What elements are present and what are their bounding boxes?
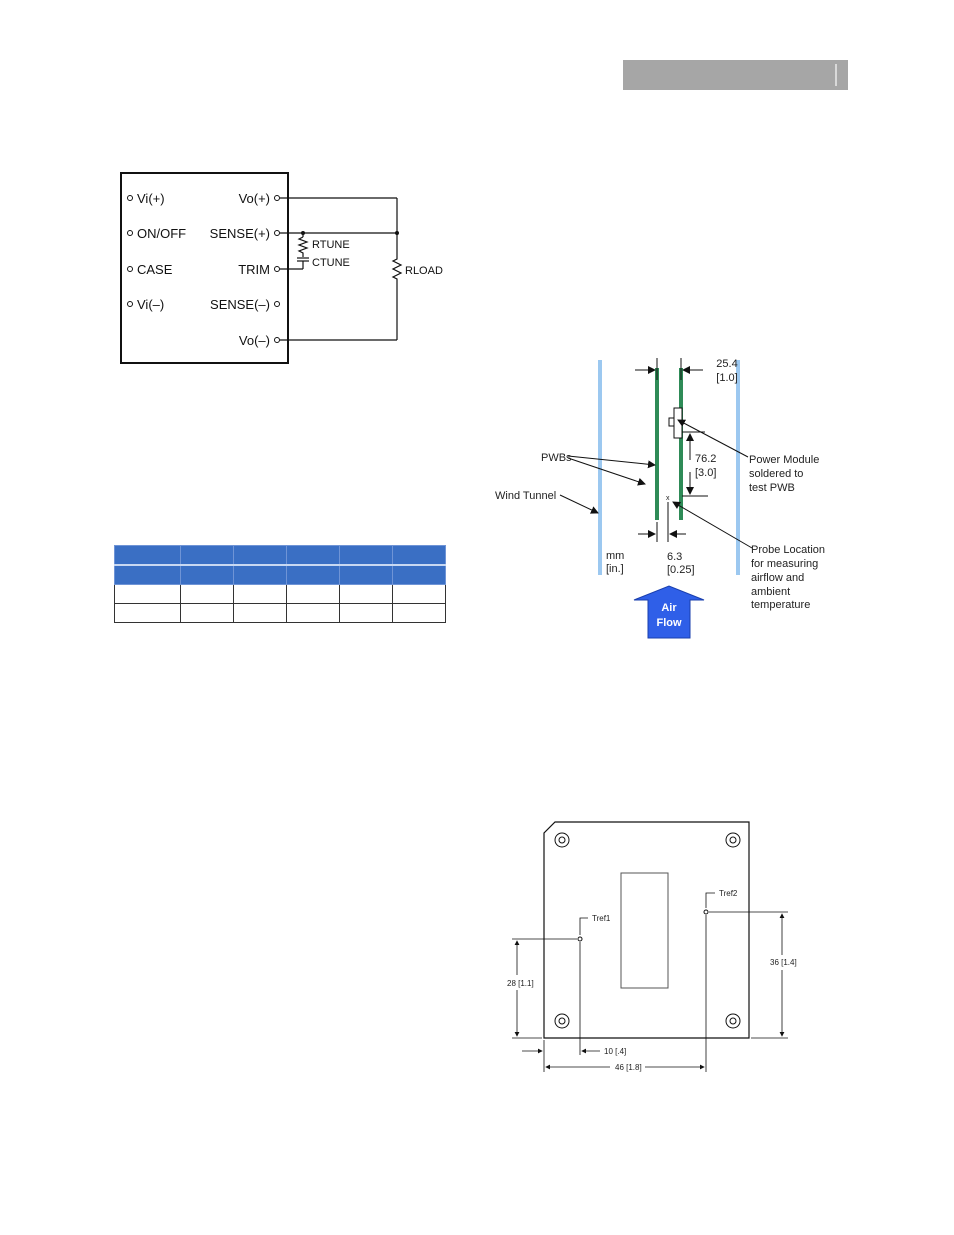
module-box xyxy=(120,172,289,364)
table-header-cell xyxy=(233,564,287,585)
airflow-test-setup-diagram: 25.4 [1.0] 76.2 [3.0] 6.3 [0.25] mm [in.… xyxy=(495,358,825,639)
rtune-label: RTUNE xyxy=(312,239,350,251)
pwbs-label: PWBs xyxy=(541,452,572,464)
mounting-hole xyxy=(725,1013,741,1029)
table-header-cell xyxy=(286,564,340,585)
dim-bottom-label: 6.3 xyxy=(667,551,682,563)
component-outline xyxy=(620,872,669,989)
table-cell xyxy=(180,584,234,604)
table-header-row xyxy=(114,545,446,566)
units-label: mm xyxy=(606,550,624,562)
table-header-cell xyxy=(339,564,393,585)
pin-vi-plus: Vi(+) xyxy=(137,191,165,206)
pin-vo-plus: Vo(+) xyxy=(239,191,270,206)
tref1-point xyxy=(577,936,583,942)
airflow-arrow-label-line: Flow xyxy=(656,617,681,629)
table-cell xyxy=(286,603,340,623)
pin-circle xyxy=(127,230,133,236)
pin-vi-minus: Vi(–) xyxy=(137,297,164,312)
pin-case: CASE xyxy=(137,262,173,277)
probe-label-line: ambient xyxy=(751,586,790,598)
dim-28-label: 28 [1.1] xyxy=(507,979,534,988)
data-table xyxy=(114,545,446,623)
power-module-label-line: Power Module xyxy=(749,454,819,466)
table-header-cell xyxy=(392,564,446,585)
sense-trim-circuit-diagram: Vi(+) ON/OFF CASE Vi(–) Vo(+) SENSE(+) T… xyxy=(120,172,443,364)
module-outline-tref-diagram: Tref1 Tref2 36 [1.4] 28 [1.1] 10 [.4] 46… xyxy=(507,821,797,1072)
dim-36-label: 36 [1.4] xyxy=(770,958,797,967)
table-header-cell xyxy=(233,545,287,566)
pin-vo-minus: Vo(–) xyxy=(239,333,270,348)
pin-trim: TRIM xyxy=(238,262,270,277)
mounting-hole xyxy=(554,832,570,848)
pin-on-off: ON/OFF xyxy=(137,226,186,241)
dim-top-label: 25.4 xyxy=(716,358,737,370)
table-header-cell xyxy=(339,545,393,566)
header-bar-divider xyxy=(835,64,837,86)
dim-10-label: 10 [.4] xyxy=(604,1047,626,1056)
probe-label-line: Probe Location xyxy=(751,544,825,556)
table-header-cell xyxy=(286,545,340,566)
dim-mid-label: 76.2 xyxy=(695,453,716,465)
mounting-hole xyxy=(725,832,741,848)
power-module-label-line: test PWB xyxy=(749,482,795,494)
pin-circle xyxy=(127,301,133,307)
tref2-point xyxy=(703,909,709,915)
dim-46-label: 46 [1.8] xyxy=(615,1063,642,1072)
table-cell xyxy=(392,584,446,604)
power-module-label-line: soldered to xyxy=(749,468,803,480)
rtune-resistor xyxy=(297,236,309,257)
pin-circle xyxy=(127,195,133,201)
table-header-cell xyxy=(180,545,234,566)
table-cell xyxy=(339,584,393,604)
pin-sense-minus: SENSE(–) xyxy=(210,297,270,312)
mounting-hole xyxy=(554,1013,570,1029)
table-cell xyxy=(114,584,181,604)
table-cell xyxy=(180,603,234,623)
probe-label-line: airflow and xyxy=(751,572,804,584)
table-cell xyxy=(392,603,446,623)
airflow-arrow-label-line: Air xyxy=(661,602,677,614)
table-row xyxy=(114,603,446,623)
dim-mid-inch-label: [3.0] xyxy=(695,467,716,479)
table-cell xyxy=(339,603,393,623)
table-header-cell xyxy=(392,545,446,566)
tref2-label: Tref2 xyxy=(719,889,738,898)
airflow-arrow xyxy=(633,585,705,639)
probe-label-line: temperature xyxy=(751,599,810,611)
dim-top-inch-label: [1.0] xyxy=(716,372,737,384)
ctune-label: CTUNE xyxy=(312,257,350,269)
table-header-cell xyxy=(180,564,234,585)
rload-resistor xyxy=(391,255,403,283)
wind-tunnel-label: Wind Tunnel xyxy=(495,490,556,502)
probe-mark: x xyxy=(666,495,670,502)
table-cell xyxy=(233,603,287,623)
table-cell xyxy=(286,584,340,604)
table-cell xyxy=(233,584,287,604)
pin-circle xyxy=(127,266,133,272)
table-cell xyxy=(114,603,181,623)
units-inch-label: [in.] xyxy=(606,563,624,575)
table-header-cell xyxy=(114,545,181,566)
table-row xyxy=(114,584,446,604)
table-header-row xyxy=(114,564,446,585)
tref1-label: Tref1 xyxy=(592,914,611,923)
probe-label-line: for measuring xyxy=(751,558,818,570)
rload-label: RLOAD xyxy=(405,265,443,277)
header-bar xyxy=(623,60,848,90)
pin-sense-plus: SENSE(+) xyxy=(210,226,270,241)
power-module xyxy=(673,407,683,439)
table-header-cell xyxy=(114,564,181,585)
dim-bottom-inch-label: [0.25] xyxy=(667,564,695,576)
